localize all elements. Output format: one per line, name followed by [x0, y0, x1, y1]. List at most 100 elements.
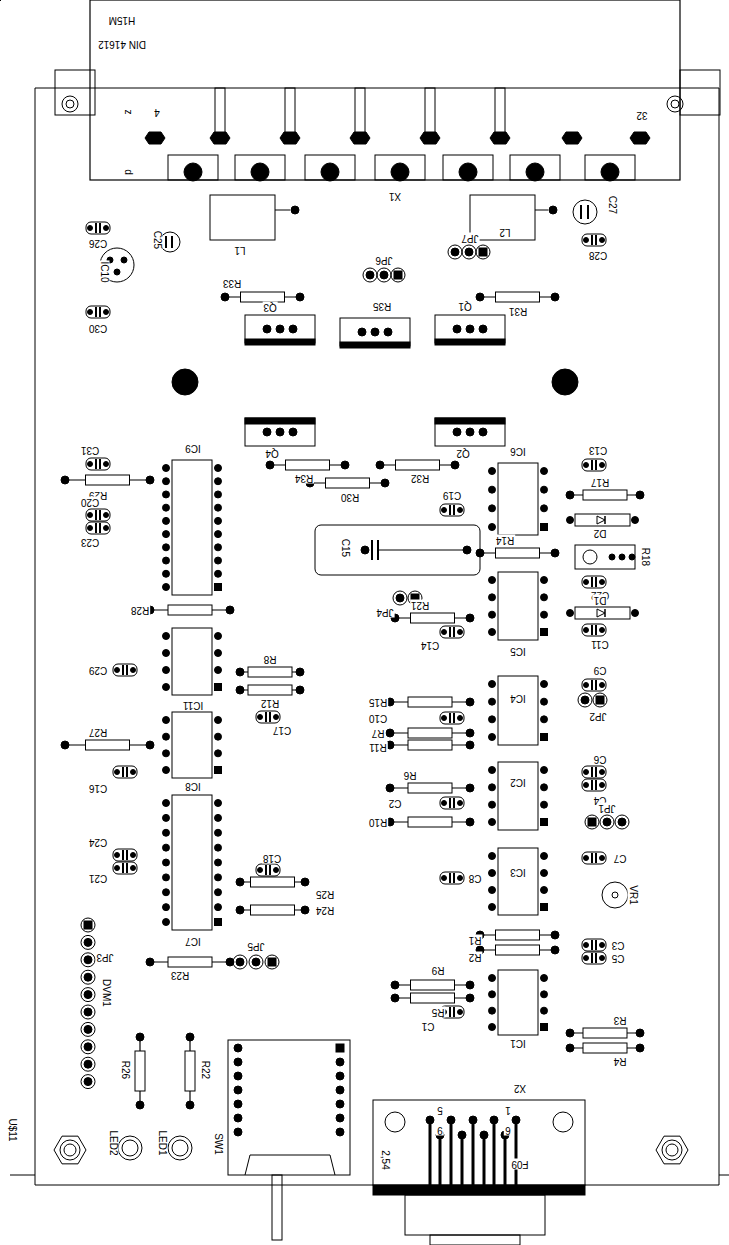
outline — [168, 155, 218, 180]
pad — [458, 801, 463, 806]
part-label: C26 — [88, 238, 108, 249]
part-label: C20 — [80, 497, 100, 508]
pin-pad — [562, 132, 582, 144]
silk-line — [449, 627, 451, 637]
pad — [541, 767, 548, 774]
pad — [458, 1010, 463, 1015]
pad — [163, 717, 170, 724]
pad — [81, 953, 95, 967]
pad — [442, 801, 447, 806]
outline — [394, 271, 402, 279]
part-label: C29 — [88, 665, 108, 676]
silk-line — [245, 1155, 250, 1175]
part-label: JP2 — [588, 711, 607, 722]
part-label: C27 — [607, 195, 618, 215]
silk-line — [275, 210, 290, 211]
pad — [489, 904, 496, 911]
pad — [215, 904, 222, 911]
pin-pad — [420, 132, 440, 144]
pad — [600, 238, 605, 243]
pad — [376, 461, 384, 469]
silk-line — [269, 865, 271, 875]
pad — [168, 1136, 192, 1160]
silk-line — [585, 1185, 719, 1186]
silk-line — [429, 1120, 432, 1185]
outline — [583, 1028, 627, 1038]
part-label: Q3 — [262, 302, 277, 313]
pad — [236, 878, 244, 886]
pad — [366, 271, 374, 279]
pad — [541, 611, 548, 618]
pad — [115, 853, 120, 858]
pad — [551, 549, 559, 557]
silk-line — [126, 665, 128, 675]
silk-line — [449, 798, 451, 808]
pad — [363, 268, 377, 282]
capacitor-symbol — [86, 306, 110, 318]
pad — [104, 226, 109, 231]
pad — [479, 428, 487, 436]
capacitor-symbol — [113, 862, 137, 874]
pad — [541, 505, 548, 512]
pad — [458, 630, 463, 635]
outline — [541, 904, 548, 911]
outline — [215, 919, 222, 926]
pad — [489, 767, 496, 774]
pad — [104, 462, 109, 467]
silk-line — [472, 1120, 475, 1185]
pad — [541, 784, 548, 791]
pad — [466, 698, 474, 706]
pad — [163, 919, 170, 926]
outline — [541, 524, 548, 531]
outline — [215, 584, 222, 591]
pad — [442, 508, 447, 513]
pad — [391, 163, 409, 181]
pad — [296, 686, 304, 694]
silk-line — [453, 505, 455, 515]
none — [0, 0, 1, 1]
pad — [458, 876, 463, 881]
outline — [680, 70, 720, 115]
none — [0, 0, 1, 1]
pad — [466, 818, 474, 826]
pad — [476, 293, 484, 301]
outline — [168, 605, 212, 615]
pad — [581, 696, 589, 704]
outline — [435, 418, 505, 446]
outline — [495, 88, 505, 138]
part-label: R24 — [315, 905, 335, 916]
pad — [566, 491, 574, 499]
pad — [136, 1101, 144, 1109]
pad — [215, 531, 222, 538]
pad — [163, 767, 170, 774]
part-label: L1 — [233, 245, 246, 256]
pad — [458, 716, 463, 721]
part-label: U$11 — [7, 1117, 18, 1142]
none — [0, 0, 1, 1]
silk-line — [99, 223, 101, 233]
pad — [114, 269, 120, 275]
capacitor-symbol — [582, 576, 606, 588]
pad — [336, 1114, 344, 1122]
silk-line — [591, 680, 593, 690]
part-label: 5 — [436, 1105, 444, 1116]
pad — [131, 866, 136, 871]
pad — [489, 819, 496, 826]
outline — [375, 155, 425, 180]
pad — [489, 870, 496, 877]
pad — [541, 577, 548, 584]
silk-line — [595, 940, 597, 950]
outline — [498, 572, 538, 640]
nut — [54, 1136, 86, 1164]
outline — [583, 490, 627, 500]
pad — [600, 783, 605, 788]
silk-line — [595, 780, 597, 790]
pad — [573, 200, 597, 224]
pad — [215, 829, 222, 836]
pad — [629, 554, 635, 560]
outline — [90, 0, 680, 180]
pad — [88, 462, 93, 467]
pad — [163, 684, 170, 691]
pad — [215, 889, 222, 896]
capacitor-symbol — [582, 624, 606, 636]
